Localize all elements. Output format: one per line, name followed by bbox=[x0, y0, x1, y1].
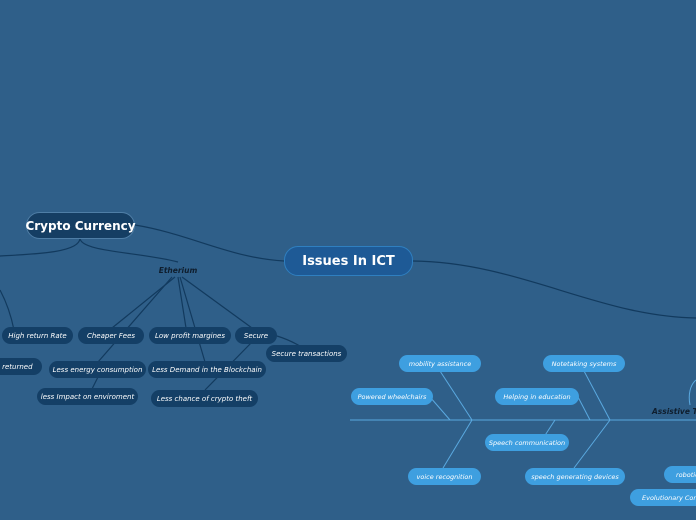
connector-root-crypto bbox=[134, 224, 285, 262]
connector-left-high bbox=[0, 289, 15, 331]
subtopic-mobility-assistance[interactable]: mobility assistance bbox=[399, 355, 481, 372]
connector-energy-impact bbox=[91, 376, 99, 390]
subtopic-less-chance-crypto-theft[interactable]: Less chance of crypto theft bbox=[151, 390, 258, 407]
subtopic-low-profit-margins[interactable]: Low profit margines bbox=[149, 327, 231, 344]
subtopic-less-impact-environment[interactable]: less Impact on enviroment bbox=[37, 388, 138, 405]
connector-mobility bbox=[439, 370, 473, 421]
subtopic-evolutionary-comp[interactable]: Evolutionary Comp bbox=[630, 489, 696, 506]
connector-wheelchairs bbox=[429, 396, 451, 421]
subtopic-speech-generating-devices[interactable]: speech generating devices bbox=[525, 468, 625, 485]
subtopic-helping-in-education[interactable]: Helping in education bbox=[495, 388, 579, 405]
connector-eth-demand bbox=[179, 276, 206, 363]
subtopic-cheaper-fees[interactable]: Cheaper Fees bbox=[78, 327, 144, 344]
subtopic-high-return-rate[interactable]: High return Rate bbox=[2, 327, 73, 344]
connector-crypto-left bbox=[0, 237, 81, 257]
subtopic-less-energy-consumption[interactable]: Less energy consumption bbox=[49, 361, 146, 378]
subtopic-money-returned-cut[interactable]: ey returned bbox=[0, 358, 42, 375]
connector-root-right bbox=[412, 260, 696, 319]
central-topic[interactable]: Issues In ICT bbox=[284, 246, 413, 276]
topic-crypto-currency[interactable]: Crypto Currency bbox=[25, 212, 136, 239]
connector-eth-lowprofit bbox=[177, 276, 187, 329]
connector-notetaking bbox=[583, 370, 611, 421]
subtopic-speech-communication[interactable]: Speech communication bbox=[485, 434, 569, 451]
connector-voice bbox=[442, 419, 473, 469]
connector-education bbox=[577, 396, 591, 421]
subtopic-less-demand-blockchain[interactable]: Less Demand in the Blockchain bbox=[148, 361, 266, 378]
topic-ethereum[interactable]: Etherium bbox=[158, 265, 198, 275]
connector-eth-secure bbox=[181, 276, 253, 329]
subtopic-notetaking-systems[interactable]: Notetaking systems bbox=[543, 355, 625, 372]
subtopic-robotic[interactable]: robotic bbox=[664, 466, 696, 483]
topic-assistive-technology[interactable]: Assistive Te bbox=[652, 406, 696, 416]
connector-eth-energy bbox=[97, 276, 173, 363]
subtopic-secure[interactable]: Secure bbox=[235, 327, 277, 344]
connector-crypto-ethereum bbox=[79, 237, 179, 263]
connector-assistive-top bbox=[688, 379, 696, 406]
connector-speech-devices bbox=[573, 419, 611, 469]
subtopic-powered-wheelchairs[interactable]: Powered wheelchairs bbox=[351, 388, 433, 405]
subtopic-secure-transactions[interactable]: Secure transactions bbox=[266, 345, 347, 362]
subtopic-voice-recognition[interactable]: voice recognition bbox=[408, 468, 481, 485]
